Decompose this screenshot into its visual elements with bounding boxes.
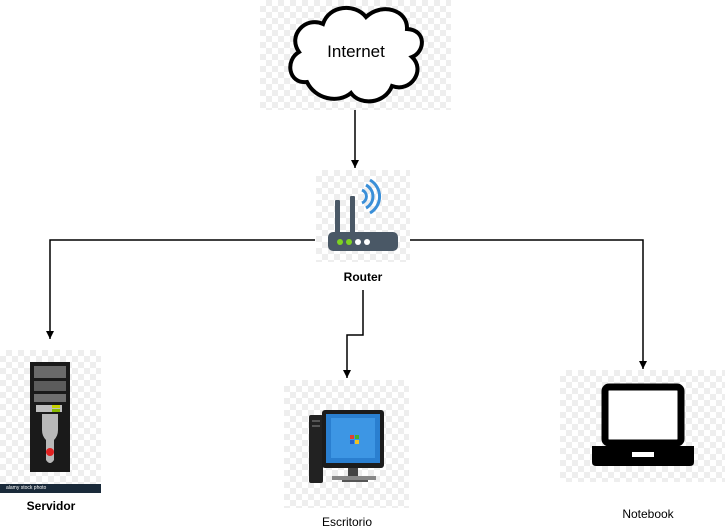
- servidor-label: Servidor: [26, 499, 76, 513]
- router-node[interactable]: [316, 170, 410, 262]
- notebook-node[interactable]: [560, 370, 725, 482]
- edge-router-servidor: [46, 239, 315, 339]
- laptop-icon: [592, 383, 694, 466]
- edge-router-notebook: [410, 239, 647, 369]
- internet-label: Internet: [327, 42, 385, 61]
- edge-router-escritorio: [343, 290, 364, 378]
- router-label: Router: [343, 270, 383, 284]
- escritorio-label: Escritorio: [321, 515, 372, 529]
- servidor-node[interactable]: alamy stock photo: [0, 350, 101, 493]
- desktop-computer-icon: [309, 410, 384, 483]
- cloud-icon: Internet: [288, 6, 424, 104]
- server-tower-icon: [30, 362, 70, 472]
- stock-photo-watermark: alamy stock photo: [0, 484, 101, 493]
- notebook-label: Notebook: [622, 507, 674, 521]
- router-icon: [328, 178, 398, 251]
- internet-node[interactable]: Internet: [260, 0, 451, 110]
- escritorio-node[interactable]: [284, 380, 409, 508]
